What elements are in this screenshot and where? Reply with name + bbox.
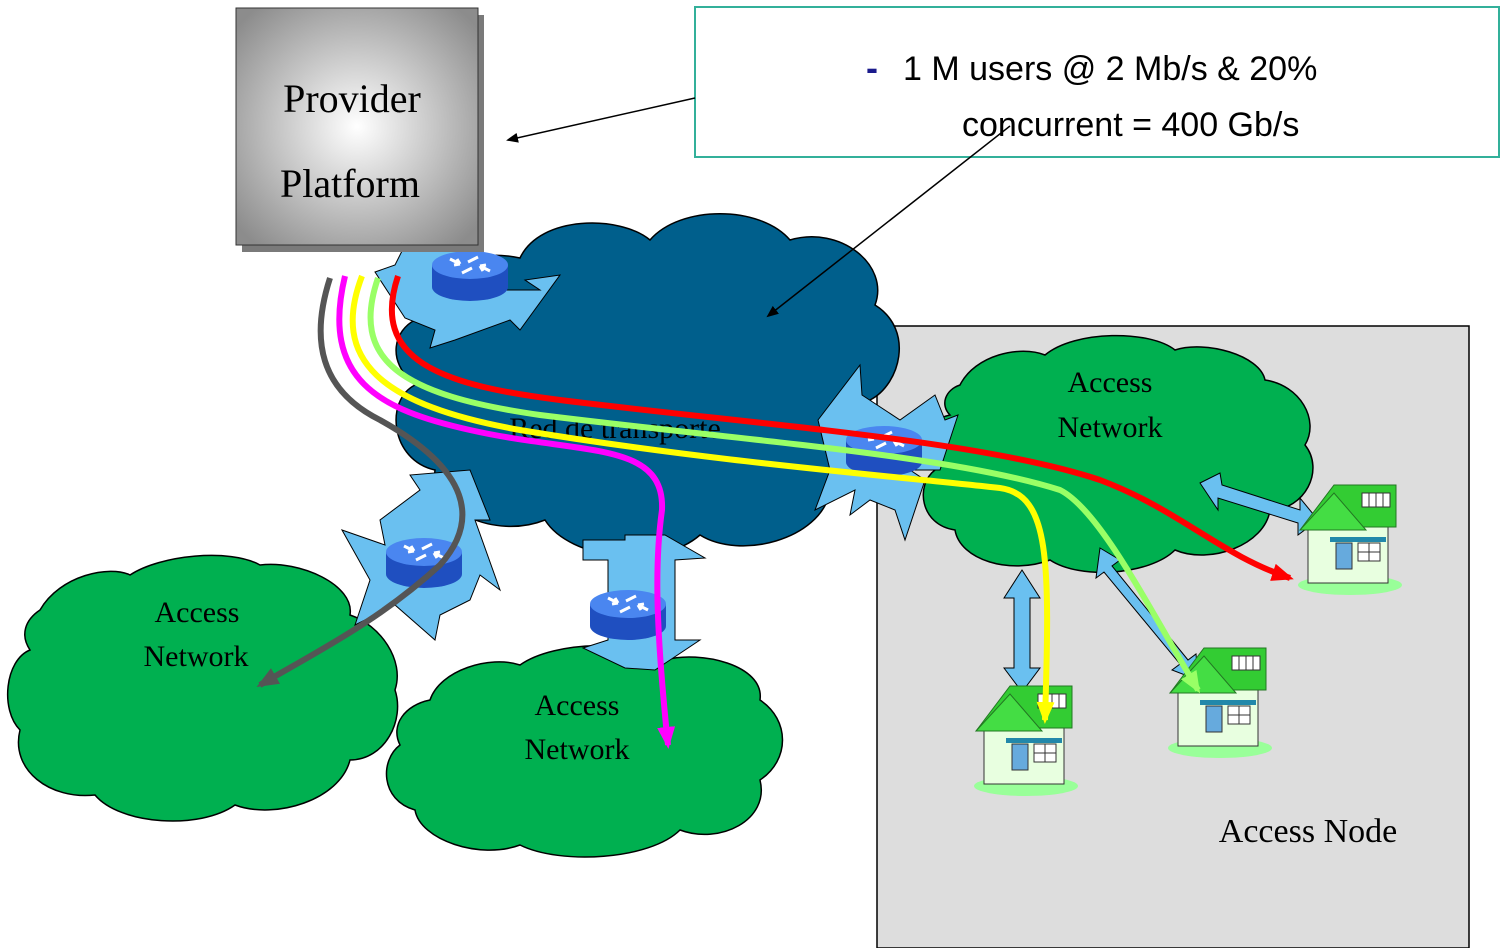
callout-box: [694, 6, 1500, 158]
callout-pointer-provider: [506, 97, 696, 143]
router-icon-top: [430, 249, 510, 303]
access-network-cloud-left: [7, 554, 399, 822]
access-network-label-right-1: Access: [1068, 366, 1153, 399]
callout-bullet: -: [866, 47, 878, 88]
stream-gray: [256, 277, 466, 688]
callout-pointer-core: [766, 125, 1011, 318]
callout-line2: concurrent = 400 Gb/s: [962, 106, 1299, 144]
access-network-label-right-2: Network: [1058, 411, 1163, 444]
stream-green: [367, 277, 1201, 694]
access-node-label: Access Node: [1219, 813, 1397, 850]
access-network-label-left-2: Network: [144, 640, 249, 673]
stream-red: [389, 275, 1294, 581]
stream-yellow: [349, 274, 1055, 724]
access-network-cloud-right: [922, 334, 1314, 574]
access-network-label-middle-1: Access: [535, 689, 620, 722]
callout-line1: 1 M users @ 2 Mb/s & 20%: [903, 50, 1317, 88]
provider-platform-box: [235, 7, 479, 246]
access-network-label-middle-2: Network: [525, 733, 630, 766]
stream-magenta: [336, 275, 676, 749]
access-network-label-left-1: Access: [155, 596, 240, 629]
provider-label-line1: Provider: [283, 76, 421, 121]
provider-label-line2: Platform: [280, 161, 420, 206]
